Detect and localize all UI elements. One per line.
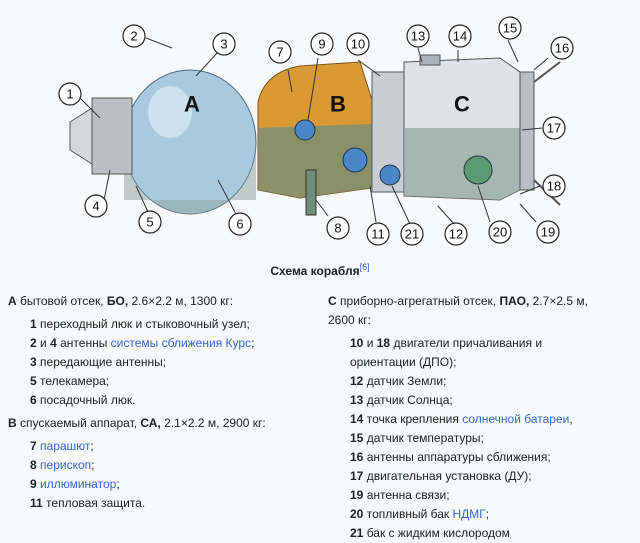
- callout-19: 19: [536, 220, 560, 244]
- callout-15: 15: [498, 16, 522, 40]
- callout-12: 12: [444, 222, 468, 246]
- callout-3: 3: [212, 32, 236, 56]
- link-porthole[interactable]: иллюминатор: [40, 477, 117, 491]
- leader-lines: [79, 37, 549, 225]
- soyuz-spacecraft-diagram: A B C 1 2 3 4 5 6 7 8 9 10 11 12 13 14 1…: [58, 16, 574, 246]
- svg-text:7: 7: [276, 45, 283, 60]
- callout-5: 5: [138, 210, 162, 234]
- callout-21: 21: [400, 222, 424, 246]
- svg-text:2: 2: [130, 29, 137, 44]
- callout-13: 13: [406, 24, 430, 48]
- section-b-size: 2.1×2.2 м, 2900 кг:: [160, 416, 266, 430]
- section-a-abbr: БО,: [106, 294, 129, 308]
- link-parachute[interactable]: парашют: [40, 439, 91, 453]
- service-module-c: [371, 54, 561, 206]
- section-letter-a: A: [184, 92, 200, 117]
- section-b-heading: B спускаемый аппарат, СА, 2.1×2.2 м, 290…: [8, 414, 313, 433]
- legend-left-column: А бытовой отсек, БО, 2.6×2.2 м, 1300 кг:…: [8, 292, 313, 513]
- section-c-mass: 2600 кг:: [328, 313, 371, 327]
- list-item: 20 топливный бак НДМГ;: [350, 507, 490, 521]
- list-item: 1 переходный люк и стыковочный узел;: [30, 317, 250, 331]
- svg-text:5: 5: [146, 215, 153, 230]
- list-item: 15 датчик температуры;: [350, 431, 484, 445]
- callout-9: 9: [310, 32, 334, 56]
- svg-text:1: 1: [66, 87, 73, 102]
- svg-text:21: 21: [405, 227, 419, 242]
- callout-20: 20: [488, 220, 512, 244]
- descent-module-b: [257, 61, 373, 216]
- callout-14: 14: [448, 24, 472, 48]
- svg-text:16: 16: [555, 41, 569, 56]
- callout-6: 6: [228, 212, 252, 236]
- section-c-letter: С: [328, 294, 337, 308]
- list-item: 6 посадочный люк.: [30, 393, 136, 407]
- svg-text:19: 19: [541, 225, 555, 240]
- list-item: 8 перископ;: [30, 458, 95, 472]
- svg-text:6: 6: [236, 217, 243, 232]
- section-a-size: 2.6×2.2 м, 1300 кг:: [128, 294, 234, 308]
- svg-text:14: 14: [453, 29, 467, 44]
- section-a-heading: А бытовой отсек, БО, 2.6×2.2 м, 1300 кг:: [8, 292, 313, 311]
- caption-title: Схема корабля: [270, 264, 360, 278]
- callout-2: 2: [122, 24, 146, 48]
- svg-text:12: 12: [449, 227, 463, 242]
- caption-reference-link[interactable]: [6]: [359, 262, 370, 272]
- legend-right-column: С приборно-агрегатный отсек, ПАО, 2.7×2.…: [328, 292, 633, 543]
- callout-1: 1: [58, 82, 82, 106]
- svg-text:15: 15: [503, 21, 517, 36]
- list-item: 14 точка крепления солнечной батареи,: [350, 412, 573, 426]
- list-item: 3 передающие антенны;: [30, 355, 167, 369]
- list-item: 5 телекамера;: [30, 374, 110, 388]
- section-letter-b: B: [330, 92, 346, 117]
- list-item: 19 антенна связи;: [350, 488, 450, 502]
- section-b-desc: спускаемый аппарат,: [20, 416, 141, 430]
- callout-4: 4: [84, 194, 108, 218]
- svg-text:13: 13: [411, 29, 425, 44]
- svg-text:3: 3: [220, 37, 227, 52]
- list-item: 11 тепловая защита.: [30, 496, 146, 510]
- section-c-heading: С приборно-агрегатный отсек, ПАО, 2.7×2.…: [328, 292, 633, 330]
- callout-8: 8: [326, 216, 350, 240]
- callout-18: 18: [542, 174, 566, 198]
- svg-text:9: 9: [318, 37, 325, 52]
- svg-text:10: 10: [351, 37, 365, 52]
- list-item: 16 антенны аппаратуры сближения;: [350, 450, 551, 464]
- svg-text:8: 8: [334, 221, 341, 236]
- list-item: 9 иллюминатор;: [30, 477, 120, 491]
- link-kurs[interactable]: системы сближения Курс: [110, 336, 252, 350]
- figure-caption: Схема корабля[6]: [0, 262, 640, 278]
- list-item: 2 и 4 антенны системы сближения Курс;: [30, 336, 255, 350]
- callout-11: 11: [366, 222, 390, 246]
- svg-text:4: 4: [92, 199, 99, 214]
- section-b-abbr: СА,: [140, 416, 161, 430]
- list-item: 17 двигательная установка (ДУ);: [350, 469, 532, 483]
- link-solar-panel[interactable]: солнечной батареи: [462, 412, 570, 426]
- list-item: 7 парашют;: [30, 439, 94, 453]
- svg-text:17: 17: [547, 121, 561, 136]
- callout-7: 7: [268, 40, 292, 64]
- section-c-abbr: ПАО,: [499, 294, 530, 308]
- list-item: 13 датчик Солнца;: [350, 393, 453, 407]
- link-ndmg[interactable]: НДМГ: [452, 507, 486, 521]
- section-letter-c: C: [454, 92, 470, 117]
- svg-text:18: 18: [547, 179, 561, 194]
- section-a-letter: А: [8, 294, 17, 308]
- section-c-desc: приборно-агрегатный отсек,: [340, 294, 500, 308]
- orbital-module-a: [69, 69, 257, 215]
- list-item: 12 датчик Земли;: [350, 374, 447, 388]
- section-a-desc: бытовой отсек,: [20, 294, 107, 308]
- section-c-size: 2.7×2.5 м,: [529, 294, 588, 308]
- list-item: 21 бак с жидким кислородом: [350, 526, 510, 540]
- svg-text:20: 20: [493, 225, 507, 240]
- section-b-letter: B: [8, 416, 17, 430]
- callout-17: 17: [542, 116, 566, 140]
- callout-16: 16: [550, 36, 574, 60]
- link-periscope[interactable]: перископ: [40, 458, 92, 472]
- callout-10: 10: [346, 32, 370, 56]
- svg-text:11: 11: [371, 227, 385, 242]
